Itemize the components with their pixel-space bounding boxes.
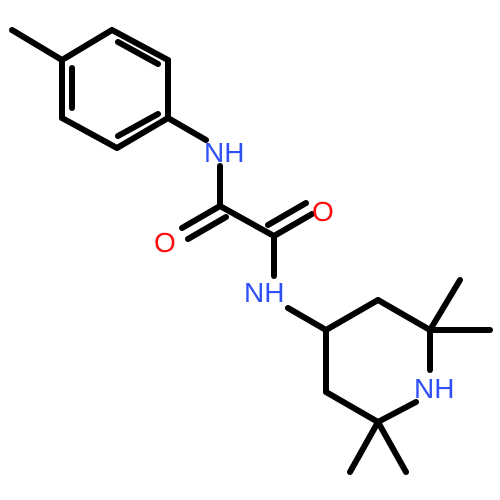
bond-carbonyl-oxygen-double xyxy=(179,203,223,231)
bond-methyl-aryl xyxy=(9,27,65,63)
piperidine-ring xyxy=(323,297,433,425)
ring-bond xyxy=(323,389,381,425)
bond-methyl xyxy=(347,419,381,475)
bond-methyl xyxy=(375,419,409,475)
bond-carbonyl-oxygen-double xyxy=(185,214,229,242)
bond-carbonyl-oxygen-double xyxy=(271,211,315,239)
bond-carbonyl-oxygen-double xyxy=(265,200,309,228)
ring-bond xyxy=(59,115,120,151)
atom-label-nh-piperidinyl: NH xyxy=(244,277,284,308)
ring-bond xyxy=(323,297,381,333)
bond-aryl-nitrogen xyxy=(165,115,209,143)
bond-nitrogen-piperidine xyxy=(285,305,329,333)
aromatic-ring xyxy=(59,27,171,151)
bond-oxalyl-cc xyxy=(217,203,277,239)
ring-bond xyxy=(375,399,419,425)
ring-bond xyxy=(114,115,171,151)
atom-label-nh-ring: NH xyxy=(414,373,454,404)
ring-bond xyxy=(375,297,433,333)
atom-label-oxygen-upper: O xyxy=(312,196,334,227)
ring-bond xyxy=(109,27,171,63)
ring-bond xyxy=(59,27,115,63)
atom-label-nh-aryl: NH xyxy=(204,137,244,168)
ring-inner-double-bond xyxy=(115,39,161,67)
bond-methyl xyxy=(427,277,463,333)
atom-label-oxygen-lower: O xyxy=(154,227,176,258)
ring-inner-double-bond xyxy=(115,111,161,139)
